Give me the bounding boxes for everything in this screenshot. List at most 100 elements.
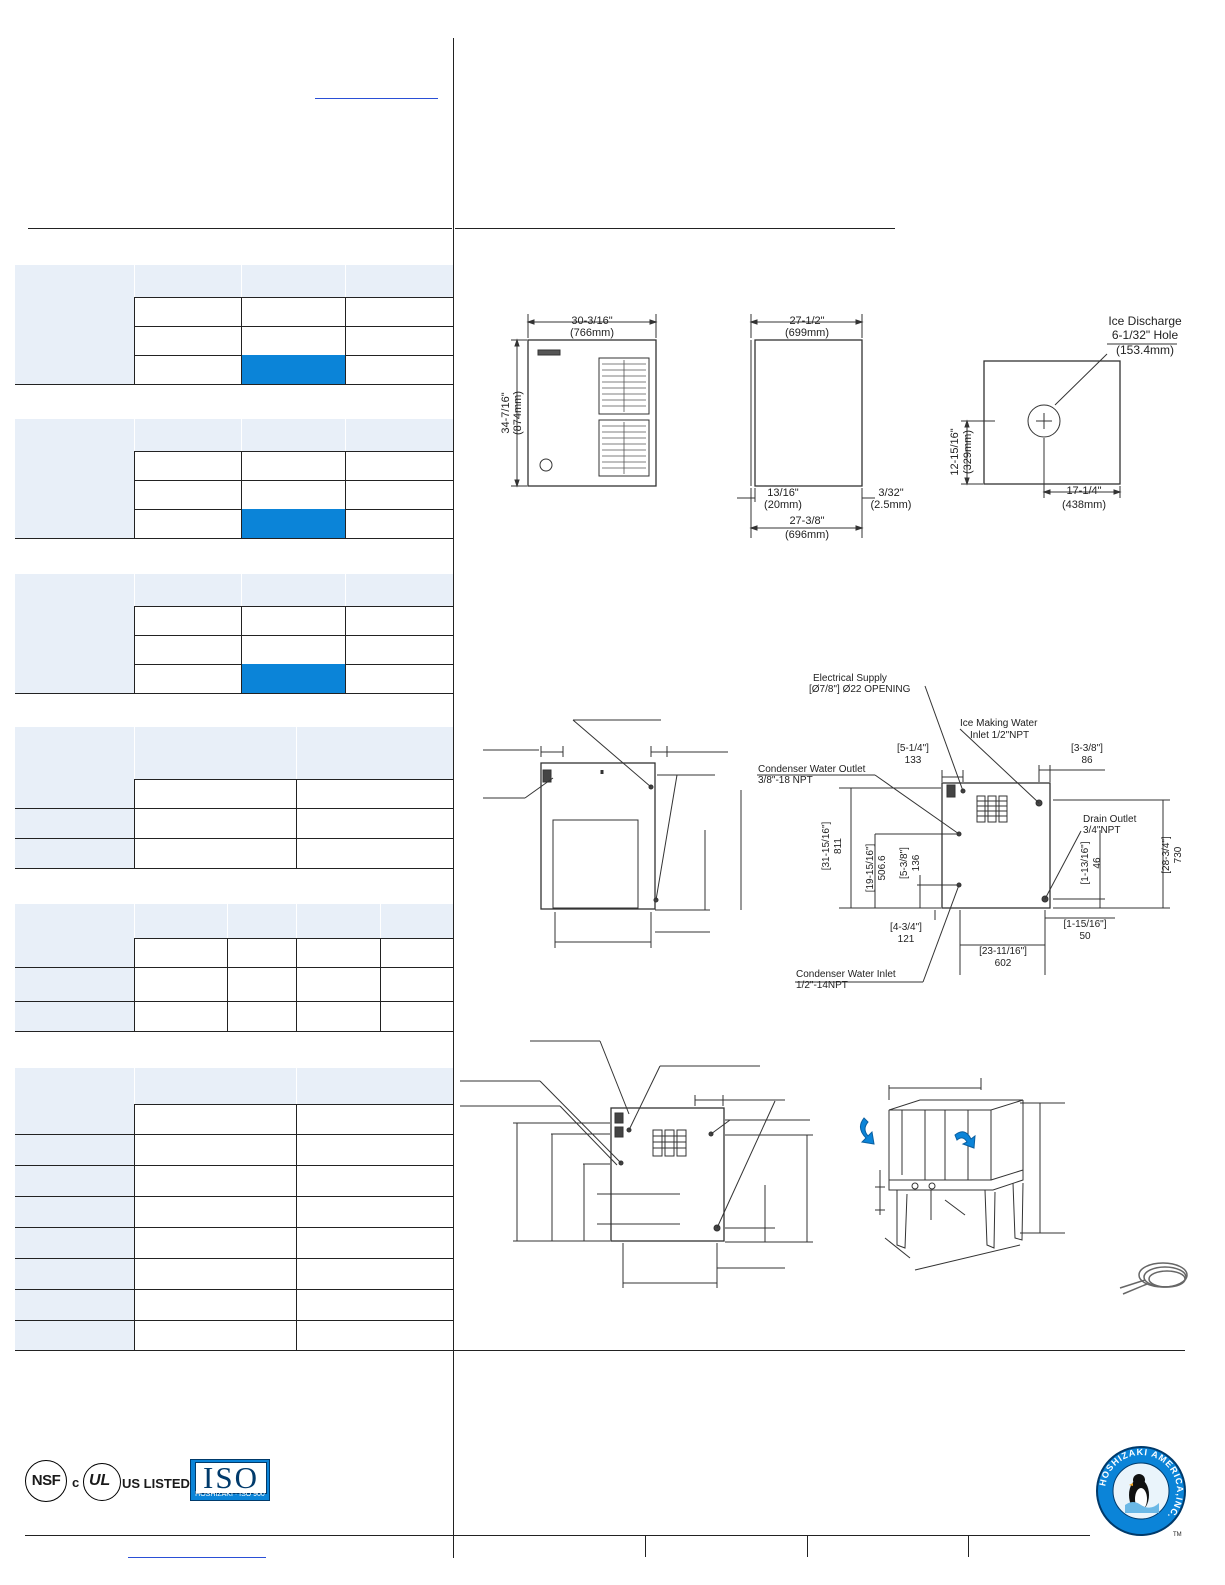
dim-28-3-4-label: [28-3/4"] [1161, 836, 1172, 874]
dim-46-label: 46 [1092, 857, 1103, 869]
nsf-icon: NSF [25, 1460, 67, 1502]
table-row [15, 1228, 453, 1259]
side-offset-right-mm-label: (2.5mm) [871, 499, 912, 511]
table-row [15, 968, 453, 1002]
dim-86-label: 86 [1081, 755, 1093, 766]
table-row [15, 938, 453, 968]
spec-table-5 [15, 904, 453, 1032]
dim-811-label: 811 [833, 838, 844, 854]
table-header [15, 904, 453, 939]
row-group-label [15, 297, 48, 385]
highlight-cell [241, 509, 345, 538]
dim-506-label: 506.6 [877, 855, 888, 880]
footer-bottom-rule [25, 1535, 1090, 1536]
side-depth-top-label: 27-1/2" [789, 315, 824, 327]
table-row [15, 1259, 453, 1290]
footer-divider-3 [968, 1535, 969, 1557]
top-width-label: 17-1/4" [1066, 485, 1101, 497]
ice-discharge-label: Ice Discharge [1108, 314, 1182, 328]
table-row [15, 509, 453, 539]
dim-1-13-16-label: [1-13/16"] [1080, 841, 1091, 884]
dim-5-1-4-label: [5-1/4"] [897, 743, 929, 754]
table-row [15, 664, 453, 694]
footer-top-rule [15, 1350, 1185, 1351]
side-offset-left-mm-label: (20mm) [764, 499, 802, 511]
right-header-rule [455, 228, 895, 229]
header-link-underline[interactable] [315, 98, 438, 99]
spec-table-6 [15, 1068, 453, 1350]
left-header-rule [28, 228, 452, 229]
condenser-outlet-label: Condenser Water Outlet [758, 764, 866, 775]
table-header [15, 727, 453, 780]
table-row [48, 326, 453, 356]
dim-730-label: 730 [1173, 846, 1184, 863]
side-offset-right-label: 3/32" [878, 487, 903, 499]
dim-4-3-4-label: [4-3/4"] [890, 922, 922, 933]
row-group-label [15, 606, 48, 694]
condenser-inlet-label: Condenser Water Inlet [796, 969, 896, 980]
footer-link-underline[interactable] [128, 1557, 266, 1558]
table-row [15, 1135, 453, 1166]
side-view-drawing [737, 314, 875, 538]
table-row [15, 1002, 453, 1032]
dim-136-label: 136 [911, 854, 922, 871]
table-row [48, 451, 453, 481]
dimension-drawings: 30-3/16" (766mm) 34-7/16" (874mm) 27-1/2… [460, 314, 1188, 1295]
ice-water-inlet-size-label: Inlet 1/2"NPT [970, 730, 1029, 741]
rear-water-connections-drawing [757, 685, 1170, 983]
spec-table-1 [15, 265, 453, 385]
top-view-drawing [961, 343, 1177, 498]
front-height-mm-label: (874mm) [512, 391, 524, 435]
electrical-opening-label: [Ø7/8"] Ø22 OPENING [809, 684, 911, 695]
stand-isometric-drawing [860, 1078, 1065, 1271]
column-divider [453, 38, 454, 1558]
table-row [15, 1166, 453, 1197]
trademark-label: TM [1173, 1532, 1182, 1538]
hoshizaki-logo: HOSHIZAKI AMERICA,INC. [1096, 1446, 1186, 1536]
ice-discharge-mm-label: (153.4mm) [1116, 343, 1174, 357]
spec-table-3 [15, 574, 453, 694]
front-width-label: 30-3/16" [571, 315, 612, 327]
dim-50-label: 50 [1079, 931, 1091, 942]
table-row [15, 1321, 453, 1350]
table-header [15, 265, 453, 298]
iso-badge: ISO HOSHIZAKI · ISO 900 [190, 1459, 270, 1501]
table-row [15, 1104, 453, 1135]
rear-view-remote-drawing [460, 1040, 813, 1288]
dim-3-3-8-label: [3-3/8"] [1071, 743, 1103, 754]
row-group-label [15, 451, 48, 539]
side-depth-bottom-mm-label: (696mm) [785, 529, 829, 541]
side-depth-top-mm-label: (699mm) [785, 327, 829, 339]
top-height-label: 12-15/16" [949, 428, 961, 475]
dim-121-label: 121 [898, 934, 915, 945]
us-listed-label: US LISTED [122, 1476, 190, 1491]
table-header [15, 1068, 453, 1105]
table-row [15, 839, 453, 869]
table-row [48, 480, 453, 510]
ice-water-inlet-label: Ice Making Water [960, 718, 1038, 729]
dim-1-15-16-label: [1-15/16"] [1063, 919, 1106, 930]
table-row [48, 606, 453, 636]
top-height-mm-label: (329mm) [962, 430, 974, 474]
table-row [48, 297, 453, 327]
highlight-cell [241, 355, 345, 384]
table-row [15, 779, 453, 809]
ul-icon: UL [83, 1463, 121, 1501]
table-row [15, 355, 453, 385]
hose-coil-icon [1119, 1262, 1188, 1295]
dim-31-15-16-label: [31-15/16"] [821, 821, 832, 870]
front-height-label: 34-7/16" [500, 392, 512, 433]
drain-outlet-size-label: 3/4"NPT [1083, 825, 1120, 836]
spec-table-4 [15, 727, 453, 869]
ice-discharge-hole-label: 6-1/32" Hole [1112, 328, 1179, 342]
dim-5-3-8-label: [5-3/8"] [899, 847, 910, 879]
table-header [15, 574, 453, 607]
drain-outlet-label: Drain Outlet [1083, 814, 1137, 825]
table-header [15, 419, 453, 452]
front-view-drawing [511, 314, 658, 488]
table-row [15, 809, 453, 839]
top-width-mm-label: (438mm) [1062, 499, 1106, 511]
footer-divider-1 [645, 1535, 646, 1557]
condenser-outlet-size-label: 3/8"-18 NPT [758, 775, 813, 786]
table-row [48, 635, 453, 665]
